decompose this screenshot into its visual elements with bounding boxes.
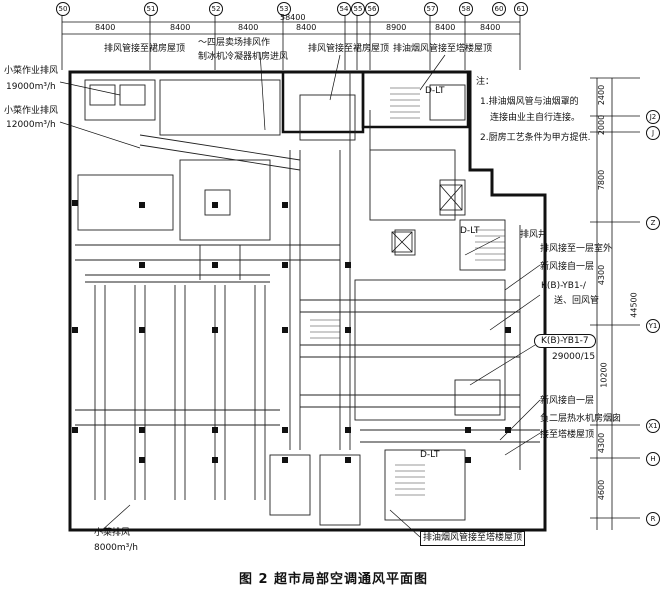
- grid-axis-58: 58: [459, 2, 473, 16]
- grid-axis-51: 51: [144, 2, 158, 16]
- dimension-top-3: 8400: [238, 23, 259, 32]
- dimension-right-1: 2400: [597, 84, 607, 106]
- dimension-right-total: 44500: [629, 292, 639, 318]
- label-exhaust-roof-mid: 排风管接至裙房屋顶: [308, 44, 390, 54]
- grid-axis-53: 53: [277, 2, 291, 16]
- top-dimension-line: [61, 14, 521, 70]
- label-small-exhaust: 小菜排风: [94, 528, 131, 538]
- grid-axis-z: Z: [646, 216, 660, 230]
- figure-caption: 图 2 超市局部空调通风平面图: [238, 572, 429, 587]
- leader-lines: [59, 51, 546, 538]
- label-kb-code-2-value: 29000/15: [552, 352, 596, 362]
- grid-axis-61: 61: [514, 2, 528, 16]
- note-item-1b: 连接由业主自行连接。: [490, 113, 581, 123]
- label-d-lt-1: D-LT: [425, 86, 445, 96]
- label-oil-exhaust-top: 排油烟风管接至塔楼屋顶: [393, 44, 493, 54]
- label-kb-code-1b: 送、回风管: [554, 296, 600, 306]
- label-kb-code-2: K(B)-YB1-7: [534, 334, 596, 348]
- label-small-exhaust-value: 8000m³/h: [94, 543, 139, 553]
- label-exhaust-well: 排风井: [520, 230, 548, 240]
- dimension-top-2: 8400: [170, 23, 191, 32]
- label-kitchen-exhaust-2-value: 12000m³/h: [6, 120, 56, 130]
- stair-hatching: [310, 87, 505, 496]
- label-d-lt-2: D-LT: [460, 226, 480, 236]
- label-exhaust-outdoor: 排风接至一层室外: [540, 244, 613, 254]
- grid-axis-h: H: [646, 452, 660, 466]
- grid-axis-y1: Y1: [646, 319, 660, 333]
- dimension-right-4: 4300: [597, 264, 607, 286]
- grid-axis-j: J: [646, 126, 660, 140]
- dimension-total-top: 58400: [280, 13, 306, 22]
- label-d-lt-3: D-LT: [420, 450, 440, 460]
- dimension-top-7: 8400: [480, 23, 501, 32]
- dimension-top-4: 8400: [296, 23, 317, 32]
- dimension-right-2: 2000: [597, 114, 607, 136]
- label-kitchen-exhaust-1-value: 19000m³/h: [6, 82, 56, 92]
- label-fresh-air-2: 新风接自一层: [540, 396, 595, 406]
- dimension-top-5: 8900: [386, 23, 407, 32]
- elevator-shafts: [391, 184, 463, 253]
- note-item-2: 2.厨房工艺条件为甲方提供.: [480, 133, 591, 143]
- label-chiller-intake: 制冰机冷凝器机房进风: [198, 52, 289, 62]
- grid-axis-57: 57: [424, 2, 438, 16]
- grid-axis-55: 55: [351, 2, 365, 16]
- grid-axis-j2: J2: [646, 110, 660, 124]
- structural-columns: [72, 200, 511, 463]
- dimension-top-1: 8400: [95, 23, 116, 32]
- grid-axis-x1: X1: [646, 419, 660, 433]
- dimension-right-5: 10200: [599, 362, 609, 388]
- grid-axis-52: 52: [209, 2, 223, 16]
- note-item-1a: 1.排油烟风管与油烟罩的: [480, 97, 579, 107]
- label-to-tower-roof: 接至塔楼屋顶: [540, 430, 595, 440]
- label-kitchen-exhaust-2: 小菜作业排风: [4, 106, 59, 116]
- grid-axis-60: 60: [492, 2, 506, 16]
- label-boiler-room: 负二层热水机房烟囱: [540, 414, 622, 424]
- dimension-right-7: 4600: [597, 479, 607, 501]
- label-kb-code-1: K(B)-YB1-/: [541, 281, 586, 291]
- grid-axis-50: 50: [56, 2, 70, 16]
- dimension-right-6: 4300: [597, 432, 607, 454]
- label-kitchen-exhaust-1: 小菜作业排风: [4, 66, 59, 76]
- floor-plan-drawing: [59, 14, 640, 538]
- note-title: 注：: [476, 77, 495, 87]
- label-oil-exhaust-bottom: 排油烟风管接至塔楼屋顶: [420, 531, 526, 546]
- grid-axis-56: 56: [365, 2, 379, 16]
- grid-axis-r: R: [646, 512, 660, 526]
- right-dimension-line: [590, 77, 640, 530]
- dimension-right-3: 7800: [597, 169, 607, 191]
- label-fresh-air-1: 新风接自一层: [540, 262, 595, 272]
- label-fourth-floor-intake: ～四层卖场排风作: [198, 38, 271, 48]
- building-outline: [68, 70, 547, 532]
- grid-axis-54: 54: [337, 2, 351, 16]
- label-exhaust-roof-top: 排风管接至裙房屋顶: [104, 44, 186, 54]
- dimension-top-6: 8400: [435, 23, 456, 32]
